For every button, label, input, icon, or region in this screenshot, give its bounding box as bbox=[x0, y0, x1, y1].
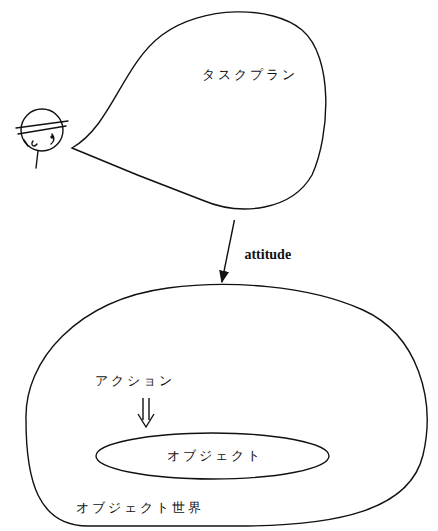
node-text: オブジェクト bbox=[167, 448, 263, 464]
node-text: オブジェクト世界 bbox=[76, 500, 204, 516]
person-figure bbox=[16, 109, 68, 168]
outline bbox=[18, 280, 434, 528]
double-arrow-symbol bbox=[138, 398, 154, 427]
world-region: オブジェクト世界 オブジェクト bbox=[18, 280, 434, 528]
region-label: アクション bbox=[95, 373, 175, 389]
thought-balloon: タスクプラン bbox=[72, 5, 334, 217]
node-text: タスクプラン bbox=[202, 67, 298, 83]
object-oval: オブジェクト bbox=[95, 432, 330, 480]
attitude-arrow bbox=[222, 220, 235, 282]
edge-label: attitude bbox=[242, 247, 293, 263]
outline bbox=[72, 5, 334, 217]
